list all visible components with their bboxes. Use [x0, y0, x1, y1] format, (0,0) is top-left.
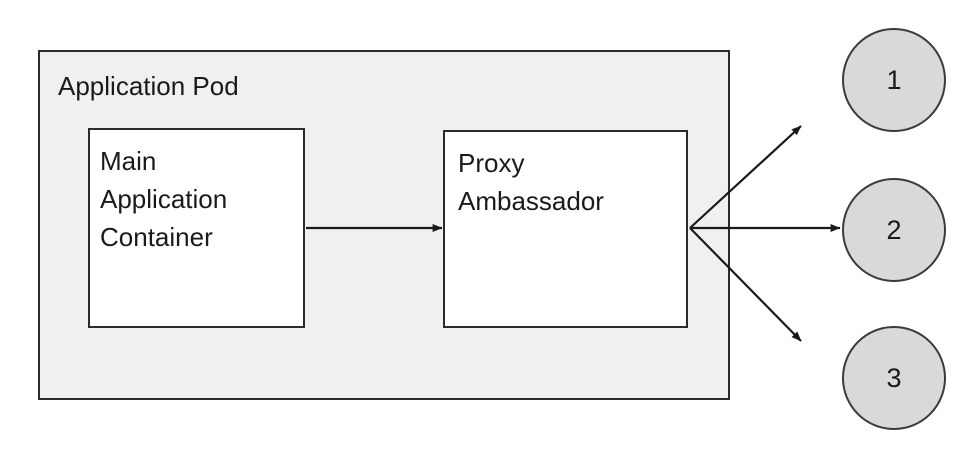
endpoint-circle-2: 2	[842, 178, 946, 282]
endpoint-circle-3: 3	[842, 326, 946, 430]
endpoint-circle-1: 1	[842, 28, 946, 132]
endpoint-circle-1-label: 1	[886, 64, 902, 95]
application-pod-label: Application Pod	[58, 71, 239, 101]
proxy-ambassador-container	[443, 130, 688, 328]
proxy-ambassador-container-label: Proxy Ambassador	[458, 148, 604, 216]
main-application-container	[88, 128, 305, 328]
endpoint-circle-2-label: 2	[886, 214, 902, 245]
endpoint-circle-3-label: 3	[886, 362, 902, 393]
main-application-container-label: Main Application Container	[100, 146, 228, 252]
